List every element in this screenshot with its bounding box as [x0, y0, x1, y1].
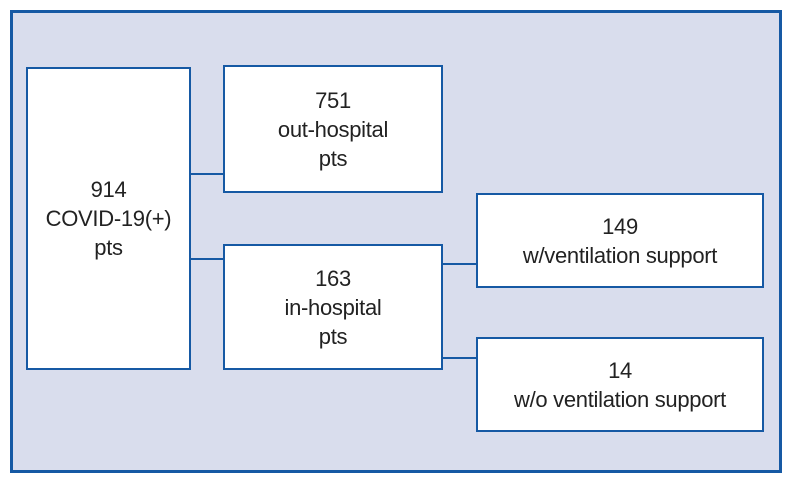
box-label: pts [318, 323, 348, 349]
connector-in-hospital-to-no-ventilation [442, 357, 477, 359]
box-count: 914 [90, 177, 127, 202]
box-label: in-hospital [284, 294, 382, 320]
box-without-ventilation-support: 14 w/o ventilation support [476, 337, 764, 432]
connector-total-to-in-hospital [190, 258, 224, 260]
connector-total-to-out-hospital [190, 173, 224, 175]
box-in-hospital: 163 in-hospital pts [223, 244, 443, 370]
connector-in-hospital-to-ventilation [442, 263, 477, 265]
box-label: COVID-19(+) [45, 206, 172, 231]
box-label: out-hospital [277, 116, 389, 142]
box-with-ventilation-support: 149 w/ventilation support [476, 193, 764, 288]
box-count: 751 [315, 87, 351, 113]
box-label: w/ventilation support [522, 242, 718, 268]
box-count: 149 [602, 213, 638, 239]
box-label: pts [94, 235, 123, 260]
box-count: 14 [608, 357, 632, 383]
box-label: w/o ventilation support [513, 386, 726, 412]
box-count: 163 [315, 265, 351, 291]
box-out-hospital: 751 out-hospital pts [223, 65, 443, 193]
box-covid-total: 914 COVID-19(+) pts [26, 67, 191, 370]
box-label: pts [318, 145, 348, 171]
